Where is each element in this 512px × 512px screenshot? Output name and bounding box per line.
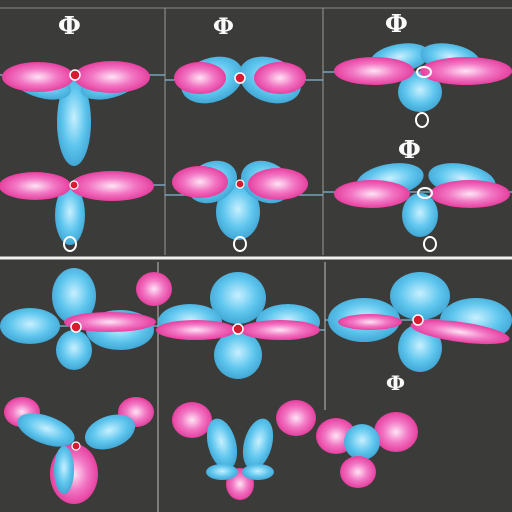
- panel-label-5: Ф: [386, 371, 405, 395]
- orbital-panel-5: [156, 272, 325, 500]
- orbital-panel-1: Ф: [0, 11, 165, 252]
- panel-label-3: Ф: [385, 9, 408, 38]
- panel-label-2: Ф: [213, 14, 234, 40]
- panel-dividers: [0, 7, 512, 512]
- panel-label-4: Ф: [398, 135, 421, 164]
- orbital-panel-6: Ф: [316, 272, 512, 488]
- orbital-panel-3: Ф Ф: [323, 9, 512, 252]
- orbital-panel-4: [0, 268, 172, 504]
- orbital-panel-2: Ф: [165, 14, 323, 252]
- panel-label-1: Ф: [58, 11, 81, 40]
